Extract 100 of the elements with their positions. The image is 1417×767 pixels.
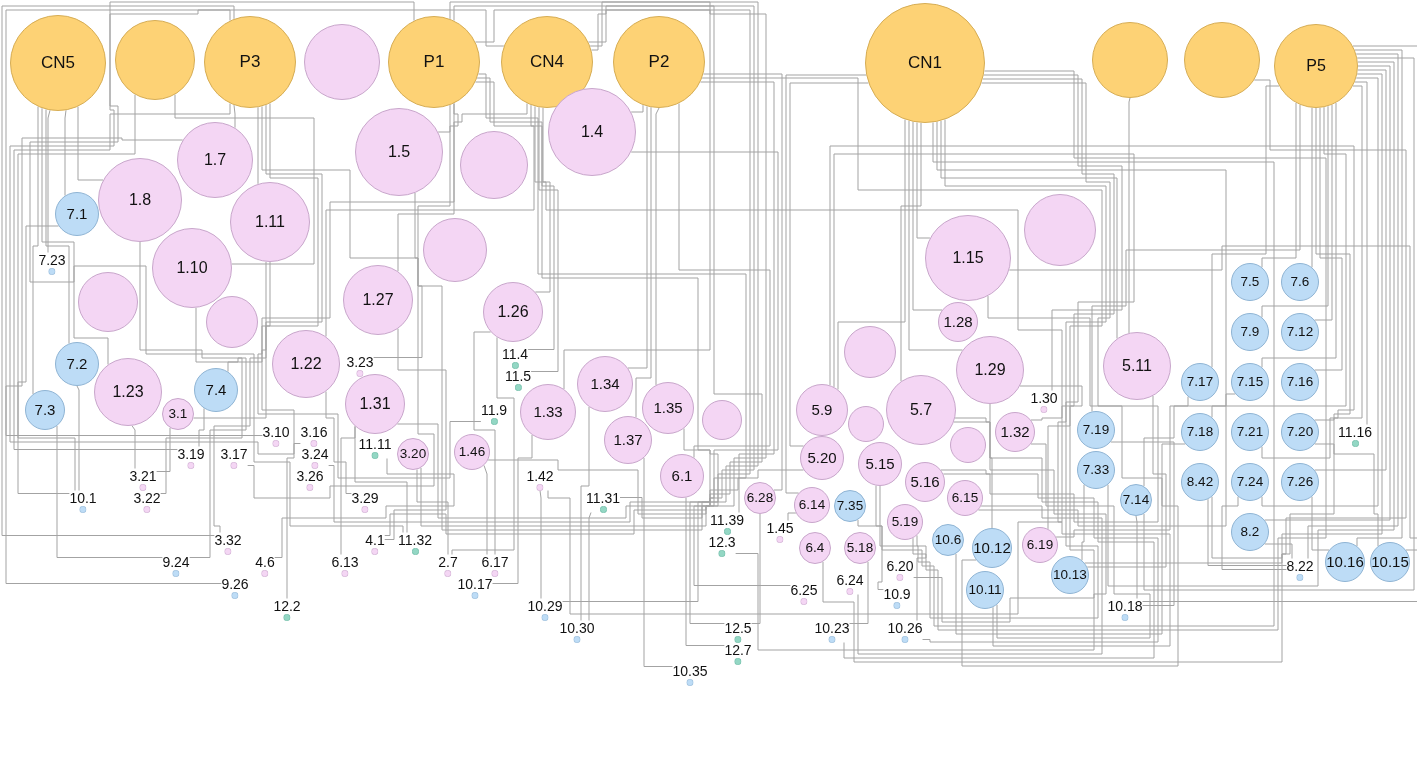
- node-label: 6.25: [790, 582, 818, 598]
- node-circle: [1181, 463, 1219, 501]
- node-circle: [577, 356, 633, 412]
- node-circle: [206, 296, 258, 348]
- node-label: 7.16: [1286, 374, 1314, 390]
- connector-line: [1354, 81, 1368, 425]
- node-label: 1.30: [1030, 390, 1058, 406]
- connector-line: [590, 1, 767, 519]
- connector-line: [980, 505, 1171, 647]
- connector-line: [45, 109, 70, 344]
- node-label: 7.24: [1236, 474, 1264, 490]
- connector-line: [837, 119, 906, 390]
- node-label: 6.17: [481, 554, 509, 570]
- node-label: 9.24: [162, 554, 190, 570]
- node-label: 10.35: [672, 663, 708, 679]
- node-label: 11.39: [710, 512, 744, 528]
- node-label: 1.32: [1000, 423, 1030, 441]
- connector-line: [1107, 61, 1395, 587]
- node-label: 10.12: [973, 539, 1011, 557]
- node-label: 1.10: [176, 259, 208, 277]
- node-label: 7.2: [66, 355, 88, 373]
- connector-line: [542, 107, 1063, 615]
- node-label: 5.11: [1122, 357, 1152, 375]
- node-circle: [94, 358, 162, 426]
- connector-line: [437, 104, 451, 133]
- node-circle: [1231, 463, 1269, 501]
- node-circle: [834, 490, 866, 522]
- connector-line: [1314, 107, 1343, 371]
- node-label: 1.23: [112, 383, 144, 401]
- node-label: 3.19: [177, 446, 205, 462]
- connector-line: [751, 513, 761, 624]
- node-label: CN1: [908, 53, 942, 73]
- connector-line: [822, 145, 1355, 663]
- node-circle: [702, 400, 742, 440]
- connector-line: [1211, 106, 1347, 418]
- node-circle: [454, 434, 490, 470]
- node-label: 9.26: [221, 576, 249, 592]
- node-circle: [796, 384, 848, 436]
- node-label: 1.46: [458, 444, 486, 460]
- node-circle: [995, 412, 1035, 452]
- node-label: 10.15: [1371, 553, 1409, 571]
- connector-line: [1261, 102, 1297, 268]
- connector-line: [56, 425, 163, 558]
- node-circle: [98, 158, 182, 242]
- node-label: 7.1: [66, 205, 88, 223]
- node-label: 7.33: [1082, 462, 1110, 478]
- node-label: CN5: [41, 53, 75, 73]
- node-circle: [938, 302, 978, 342]
- connector-line: [1019, 385, 1083, 530]
- node-label: 11.4: [501, 346, 529, 362]
- node-circle: [1325, 542, 1365, 582]
- connector-line: [13, 102, 231, 450]
- connector-line: [857, 121, 1275, 627]
- connector-line: [340, 425, 356, 555]
- connector-line: [325, 391, 352, 494]
- connector-line: [156, 427, 171, 472]
- connector-line: [879, 119, 1107, 619]
- node-label: 5.16: [910, 473, 940, 491]
- connector-line: [1084, 79, 1407, 564]
- node-label: 1.42: [526, 468, 554, 484]
- connector-line: [1264, 65, 1391, 521]
- connector-line: [912, 121, 943, 311]
- connector-line: [563, 9, 711, 390]
- node-label: 10.16: [1326, 553, 1364, 571]
- node-circle: [966, 571, 1004, 609]
- node-label: 1.29: [974, 361, 1006, 379]
- node-label: 3.17: [220, 446, 248, 462]
- node-circle: [483, 282, 543, 342]
- node-label: 5.9: [811, 401, 833, 419]
- node-label: 1.33: [533, 403, 563, 421]
- connector-line: [76, 385, 80, 491]
- connector-line: [913, 421, 1107, 623]
- node-label: 1.26: [497, 303, 529, 321]
- node-label: 7.18: [1186, 424, 1214, 440]
- connector-line: [1135, 515, 1138, 599]
- connector-line: [1110, 441, 1175, 606]
- connector-line: [1091, 104, 1301, 412]
- connector-line: [1086, 395, 1167, 568]
- node-circle: [1231, 313, 1269, 351]
- node-circle: [1370, 542, 1410, 582]
- connector-line: [1264, 543, 1293, 559]
- node-label: 8.2: [1240, 524, 1260, 540]
- node-label: 11.5: [504, 368, 532, 384]
- node-label: 7.14: [1122, 492, 1150, 508]
- node-circle: [1120, 484, 1152, 516]
- connector-line: [989, 403, 993, 529]
- node-circle: [1077, 451, 1115, 489]
- connector-line: [942, 82, 1159, 523]
- node-circle: [642, 382, 694, 434]
- node-circle: [744, 482, 776, 514]
- connector-line: [1307, 53, 1399, 559]
- connector-line: [1143, 393, 1236, 487]
- connector-line: [1314, 443, 1379, 547]
- connector-line: [1128, 97, 1131, 334]
- node-label: 7.6: [1290, 274, 1310, 290]
- node-label: 8.22: [1286, 558, 1314, 574]
- node-circle: [1281, 463, 1319, 501]
- connector-line: [17, 225, 76, 491]
- connector-line: [32, 106, 39, 395]
- connector-line: [534, 105, 551, 293]
